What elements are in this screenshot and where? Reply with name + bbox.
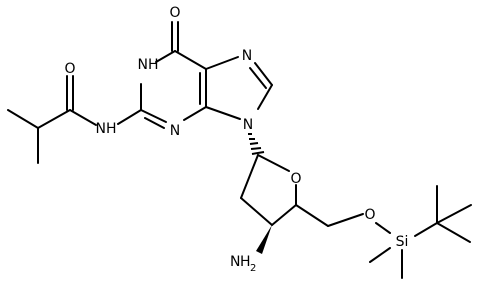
atom-o-amide: O [64, 61, 75, 77]
bond-c6-c5 [174, 50, 207, 70]
bond-si-tbutyl [414, 222, 438, 237]
bond-n3-c2-b [144, 117, 165, 129]
atom-si: Si [396, 234, 409, 250]
bond-n9-c4 [205, 106, 241, 120]
bond-c2-c1 [240, 154, 259, 199]
bond-n7-c8-a [254, 62, 273, 86]
bond-nh-to-c2 [117, 109, 142, 125]
atom-n1-h: NH [138, 57, 159, 73]
atom-amide-nh: NH [96, 121, 117, 137]
svg-text:NH: NH [138, 57, 159, 73]
bond-carbonyl-to-nh [69, 109, 97, 126]
atom-ether-o: O [364, 207, 375, 223]
hashed-wedge-glycosidic [248, 133, 265, 155]
atom-nh2: H N 2 [230, 254, 256, 274]
bond-c4-c3 [271, 204, 297, 226]
bond-tbutyl-right [436, 222, 471, 243]
svg-text:N: N [230, 254, 240, 270]
bond-tbutyl-upright [436, 204, 472, 224]
atom-o-carbonyl: O [169, 5, 180, 21]
atom-n7: N [242, 48, 252, 64]
bond-c1-ring-o [257, 154, 290, 172]
bond-c3-c2 [240, 197, 273, 226]
bond-n3-c2-a [140, 109, 167, 123]
bond-ch-to-carbonyl [37, 109, 71, 129]
atom-ring-o: O [290, 171, 301, 187]
atom-n3: N [170, 123, 180, 139]
atom-labels: O O NH N N N NH O O Si H N 2 [64, 5, 408, 274]
atom-n9: N [243, 117, 253, 133]
bond-ether-o-si [375, 222, 391, 234]
bond-n7-c8-b [249, 67, 267, 89]
bond-c5-ether-o [327, 213, 364, 227]
svg-text:2: 2 [250, 263, 256, 274]
bond-n1-c6 [155, 50, 176, 63]
bonds [7, 21, 472, 279]
bond-c4-n3 [183, 106, 207, 121]
bond-si-methyl-left [369, 247, 391, 263]
bond-c4-c5 [295, 204, 329, 227]
bold-wedge-amine [256, 225, 272, 254]
svg-text:H: H [240, 254, 251, 270]
bond-methyl-left [7, 109, 39, 129]
bond-c5-n7 [205, 56, 239, 70]
bond-c8-n9 [257, 84, 273, 110]
